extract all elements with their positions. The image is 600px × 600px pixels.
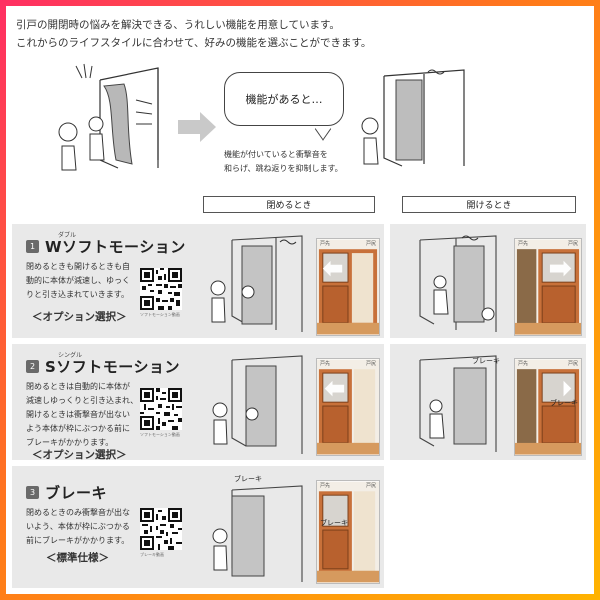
feature-3-closing-photo [316,480,380,584]
feature-2-ruby: シングル [58,352,83,359]
column-label-opening: 開けるとき [402,196,576,213]
photo-label-right: 戸尻 [366,361,377,367]
feature-1-ruby: ダブル [58,232,77,239]
feature-2-closing-illustration [212,355,303,454]
feature-2-desc-line: 閉めるときは自動的に本体が [26,382,130,391]
feature-2-desc-line: 開けるときは衝撃音が出ない [26,410,130,419]
feature-1-desc-line: りと引き込まれていきます。 [26,290,129,299]
feature-1-opening-illustration [419,235,497,332]
feature-1-desc-line: 動的に本体が減速し、ゆっく [26,276,130,285]
feature-3-qr-caption: ブレーキ動画 [140,552,164,557]
feature-1-closing-photo [316,238,380,336]
feature-2-qr-caption: ソフトモーション動画 [140,432,180,437]
photo-label-left: 戸先 [320,241,331,247]
feature-2-photo-brake-label: ブレーキ [550,399,578,407]
feature-3-title: 3 ブレーキ [26,482,107,503]
photo-label-left: 戸先 [518,361,529,367]
feature-3-desc-line: いよう、本体が枠にぶつかる [26,522,130,531]
feature-2-desc-line: 減速しゆっくりと引き込まれ、 [26,396,139,405]
feature-3-desc-line: 前にブレーキがかかります。 [26,536,130,545]
intro-text: 引戸の開閉時の悩みを解決できる、うれしい機能を用意しています。 これからのライフ… [16,16,371,52]
feature-3-desc-line: 閉めるときのみ衝撃音が出な [26,508,130,517]
feature-1-number: 1 [26,240,39,253]
door-impact-illustration [58,63,159,171]
speech-bubble: 機能があると… [224,72,344,126]
intro-line-2: これからのライフスタイルに合わせて、好みの機能を選ぶことができます。 [16,37,372,49]
photo-label-left: 戸先 [518,241,529,247]
qr-code-icon[interactable] [140,508,182,550]
column-label-closing: 閉めるとき [203,196,375,213]
feature-2-title-text: Sソフトモーション [45,358,181,376]
feature-1-opening-photo [514,238,582,336]
feature-2-title: 2 Sソフトモーション [26,356,180,377]
qr-code-icon[interactable] [140,268,182,310]
content-page: 引戸の開閉時の悩みを解決できる、うれしい機能を用意しています。 これからのライフ… [6,6,594,594]
feature-3-closing-illustration [212,485,303,582]
feature-1-option: ＜オプション選択＞ [32,311,127,323]
photo-label-left: 戸先 [320,361,331,367]
function-note: 機能が付いていると衝撃音を 和らげ、跳ね返りを抑制します。 [224,148,343,176]
feature-3-number: 3 [26,486,39,499]
column-label-closing-text: 閉めるとき [266,201,312,211]
photo-label-left: 戸先 [320,483,331,489]
feature-3-photo-brake-label: ブレーキ [320,519,348,527]
soft-door-illustration [361,69,465,167]
feature-1-qr-caption: ソフトモーション動画 [140,312,180,317]
feature-2-desc-line: よう本体が枠にぶつかる前に [26,424,130,433]
feature-2-desc-line: ブレーキがかかります。 [26,438,114,447]
feature-2-number: 2 [26,360,39,373]
arrow-right-icon [178,112,216,142]
photo-label-right: 戸尻 [568,361,579,367]
feature-1-title-text: Wソフトモーション [45,238,186,256]
feature-1-desc-line: 閉めるときも開けるときも自 [26,262,130,271]
feature-2-closing-photo [316,358,380,456]
feature-1-title: 1 Wソフトモーション [26,236,186,257]
note-line-1: 機能が付いていると衝撃音を [224,150,328,159]
column-label-opening-text: 開けるとき [466,201,512,211]
photo-label-right: 戸尻 [366,483,377,489]
feature-3-desc: 閉めるときのみ衝撃音が出な いよう、本体が枠にぶつかる 前にブレーキがかかります… [26,506,130,548]
note-line-2: 和らげ、跳ね返りを抑制します。 [224,164,343,173]
feature-3-brake-label: ブレーキ [234,475,262,483]
feature-1-closing-illustration [210,235,303,332]
photo-label-right: 戸尻 [568,241,579,247]
qr-code-icon[interactable] [140,388,182,430]
feature-1-desc: 閉めるときも開けるときも自 動的に本体が減速し、ゆっく りと引き込まれていきます… [26,260,130,302]
photo-label-right: 戸尻 [366,241,377,247]
feature-2-opening-illustration [419,355,497,452]
intro-line-1: 引戸の開閉時の悩みを解決できる、うれしい機能を用意しています。 [16,19,340,31]
feature-2-brake-label: ブレーキ [472,357,500,365]
feature-2-option: ＜オプション選択＞ [32,449,127,461]
feature-3-title-text: ブレーキ [45,484,108,502]
feature-2-opening-photo [514,358,582,456]
bubble-text: 機能があると… [245,93,323,106]
feature-3-option: ＜標準仕様＞ [46,552,109,564]
feature-2-desc: 閉めるときは自動的に本体が 減速しゆっくりと引き込まれ、 開けるときは衝撃音が出… [26,380,138,450]
